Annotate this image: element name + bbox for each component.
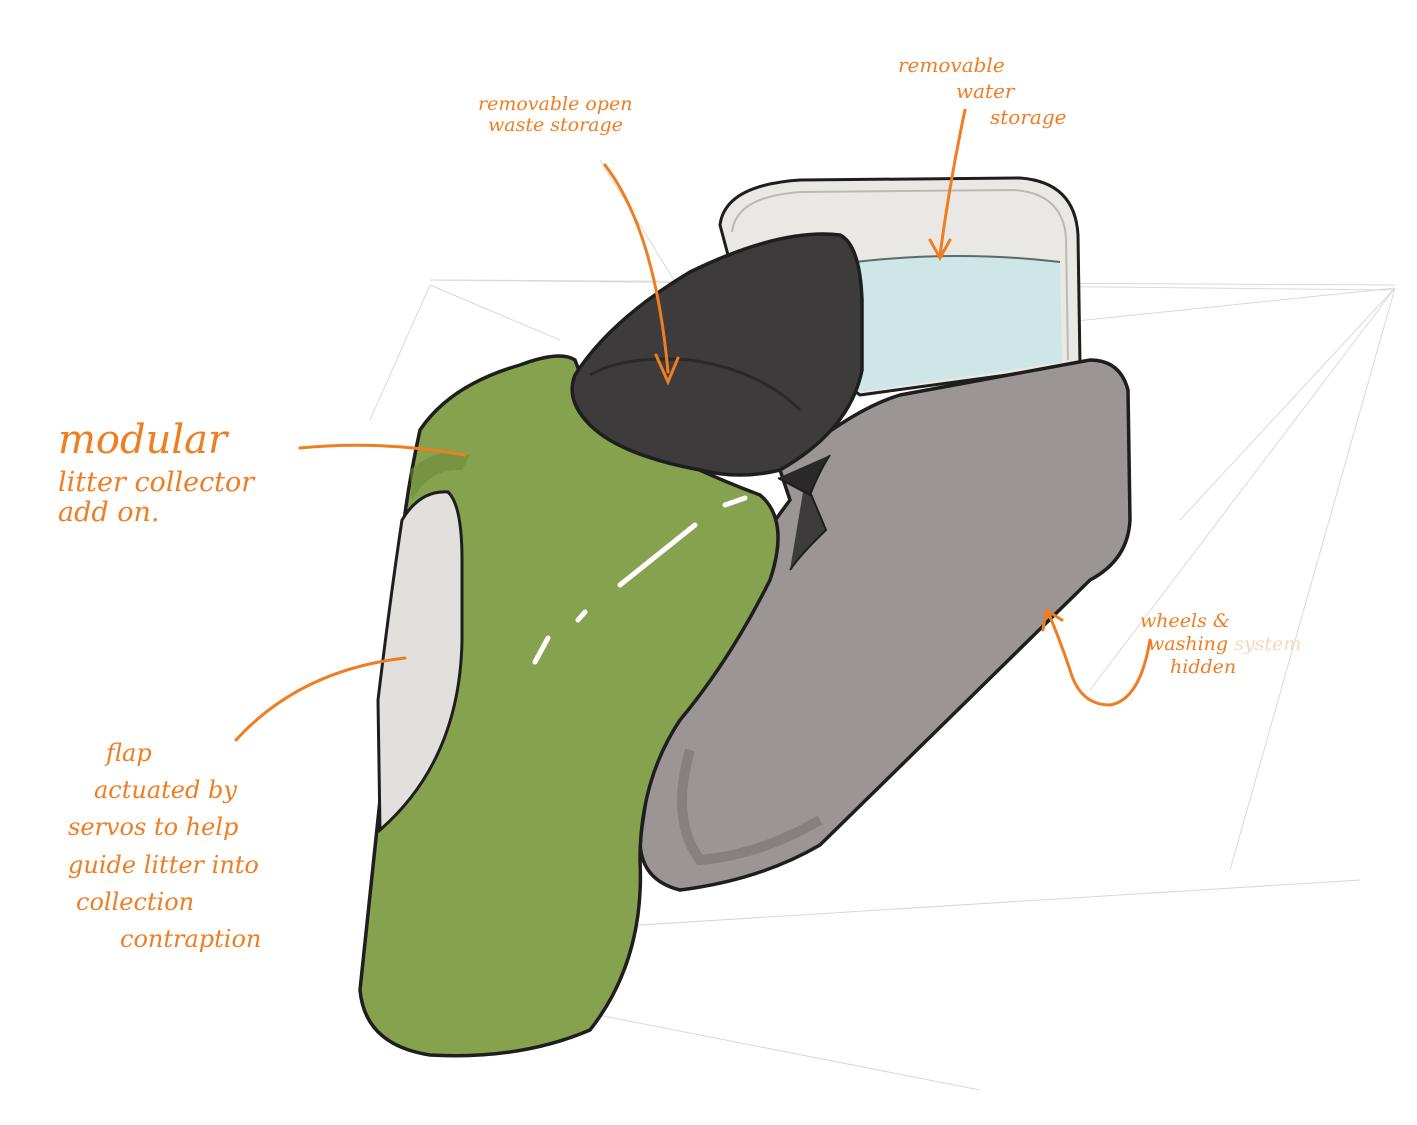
annotation-water-line2: water bbox=[898, 78, 1066, 104]
annotation-modular: modular litter collector add on. bbox=[58, 418, 254, 527]
annotation-flap-line6: contraption bbox=[68, 921, 261, 958]
annotation-wheels-line2: washing system bbox=[1140, 633, 1301, 656]
annotation-wheels-line2-b: system bbox=[1234, 633, 1301, 655]
annotation-waste: removable open waste storage bbox=[478, 94, 632, 136]
annotation-water-line3: storage bbox=[898, 104, 1066, 130]
annotation-water-line1: removable bbox=[898, 52, 1066, 78]
annotation-modular-line3: add on. bbox=[58, 498, 254, 528]
annotation-flap-line1: flap bbox=[68, 735, 261, 772]
annotation-flap-line5: collection bbox=[68, 884, 261, 921]
annotation-flap-line3: servos to help bbox=[68, 809, 261, 846]
annotation-wheels-line3: hidden bbox=[1140, 656, 1301, 679]
annotation-flap-line4: guide litter into bbox=[68, 847, 261, 884]
annotation-modular-line1: modular bbox=[58, 418, 254, 462]
annotation-modular-line2: litter collector bbox=[58, 468, 254, 498]
annotation-wheels: wheels & washing system hidden bbox=[1140, 610, 1301, 678]
annotation-water: removable water storage bbox=[898, 52, 1066, 130]
annotation-flap: flap actuated by servos to help guide li… bbox=[68, 735, 261, 958]
annotation-wheels-line2-a: washing bbox=[1148, 633, 1228, 655]
annotation-wheels-line1: wheels & bbox=[1140, 610, 1301, 633]
leader-wheels bbox=[1048, 612, 1150, 705]
annotation-waste-line1: removable open bbox=[478, 94, 632, 115]
annotation-flap-line2: actuated by bbox=[68, 772, 261, 809]
annotation-waste-line2: waste storage bbox=[478, 115, 632, 136]
